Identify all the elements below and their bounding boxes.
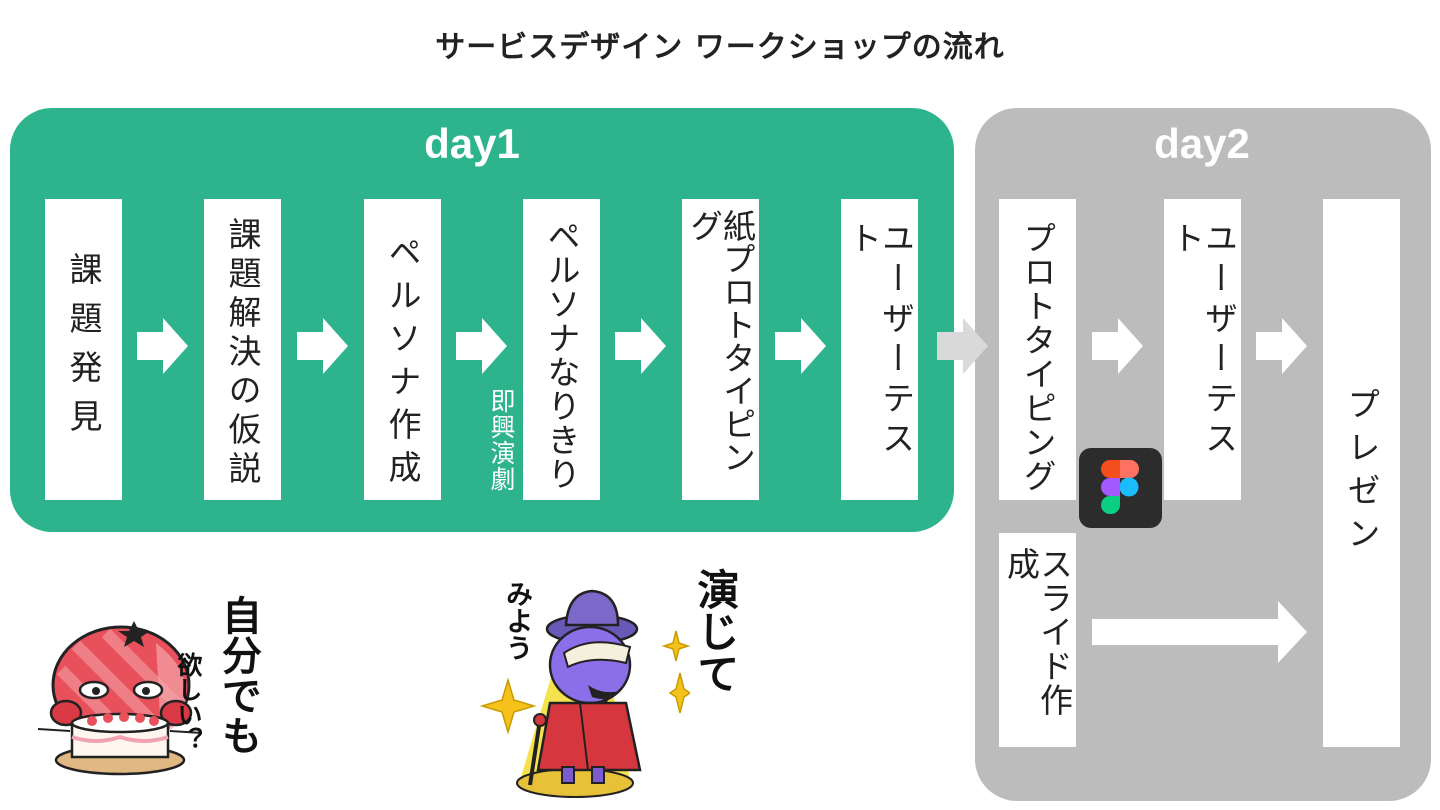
step-label: ペルソナなりきり [542,219,581,491]
sticker-caption: 欲しい？ [174,652,203,752]
day2-label: day2 [1154,120,1250,167]
step-slide-creation: スライド作成 [999,533,1076,747]
step-label: 紙プロトタイピング [684,209,757,473]
step-paper-prototyping: 紙プロトタイピング [682,199,759,500]
step-problem-discovery: 課題発見 [45,199,122,500]
sticker-caption: 自分でも [215,595,261,755]
arrow-right-icon [775,318,826,374]
figma-icon [1079,448,1162,528]
step-user-test-2: ユーザーテスト [1164,199,1241,500]
step-label: ユーザーテスト [1166,221,1239,461]
step-label: プレゼン [1342,387,1381,559]
arrow-right-icon [297,318,348,374]
day1-label: day1 [424,120,520,167]
step-label: ユーザーテスト [843,221,916,461]
step-persona-creation: ペルソナ作成 [364,199,441,500]
improv-note: 即興演劇 [487,388,516,492]
step-user-test: ユーザーテスト [841,199,918,500]
arrow-right-icon [137,318,188,374]
sticker-caption: みよう [501,580,532,661]
sticker-caption: 演じて [691,568,740,694]
step-label: 課題発見 [64,251,103,448]
step-label: 課題解決の仮説 [223,217,262,490]
step-presentation: プレゼン [1323,199,1400,747]
step-label: プロトタイピング [1018,221,1057,493]
step-prototyping: プロトタイピング [999,199,1076,500]
step-label: ペルソナ作成 [383,235,422,493]
step-hypothesis: 課題解決の仮説 [204,199,281,500]
step-label: スライド作成 [1001,547,1074,717]
arrow-right-icon [1256,318,1307,374]
step-persona-roleplay: ペルソナなりきり [523,199,600,500]
cake-character-illustration [37,621,203,776]
arrow-right-icon [456,318,507,374]
arrow-right-icon [1092,318,1143,374]
long-arrow-right-icon [1092,601,1307,663]
arrow-right-icon [937,318,988,374]
arrow-right-icon [615,318,666,374]
performer-character-illustration [480,589,690,798]
page-title: サービスデザイン ワークショップの流れ [435,30,1005,65]
